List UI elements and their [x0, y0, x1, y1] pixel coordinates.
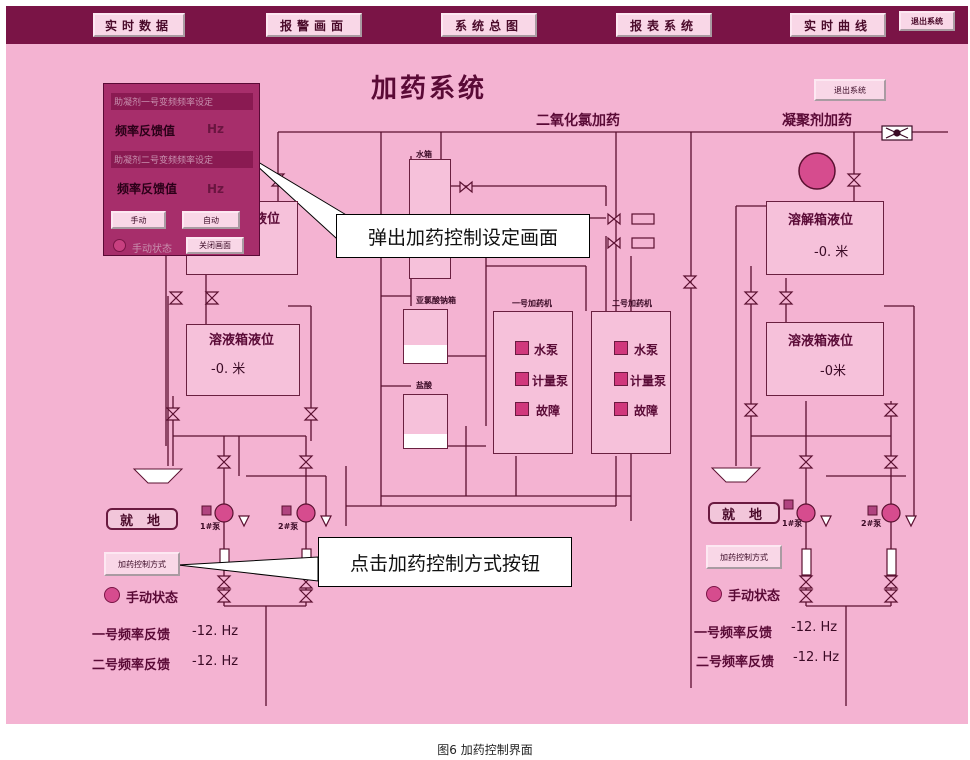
right-local-indicator: 就地	[708, 502, 780, 524]
water-tank-label: 水箱	[416, 150, 432, 159]
nav-exit-system[interactable]: 退出系统	[899, 11, 955, 31]
dosing-machine-2	[591, 311, 671, 454]
left-manual-state-indicator	[104, 587, 120, 603]
machine2-water-pump-label: 水泵	[634, 343, 659, 357]
left-pump2-label: 2#泵	[278, 522, 299, 531]
nav-realtime-data[interactable]: 实时数据	[93, 13, 185, 37]
right-freq2-label: 二号频率反馈	[696, 655, 775, 670]
left-tank-level-value: -0. 米	[211, 362, 246, 377]
left-upper-tank-label: 液位	[254, 212, 281, 227]
exit-system-button[interactable]: 退出系统	[814, 79, 886, 101]
popup-callout: 弹出加药控制设定画面	[336, 214, 590, 258]
machine2-fault-indicator	[614, 402, 628, 416]
coagulant-dosing-label: 凝聚剂加药	[782, 113, 852, 129]
freq-unit-1: Hz	[207, 122, 225, 136]
popup-state-label: 手动状态	[132, 244, 172, 255]
machine1-water-pump-label: 水泵	[534, 343, 559, 357]
popup-state-indicator	[113, 239, 126, 252]
freq-feedback-label-2: 频率反馈值	[117, 182, 178, 196]
freq-feedback-label-1: 频率反馈值	[115, 124, 176, 138]
right-pump2-label: 2#泵	[861, 519, 882, 528]
machine1-fault-indicator	[515, 402, 529, 416]
acid-tank	[403, 394, 448, 449]
right-freq1-value: -12. Hz	[791, 620, 838, 635]
right-tank-level-value: -0米	[820, 364, 846, 379]
top-navigation-bar: 实时数据 报警画面 系统总图 报表系统 实时曲线 退出系统	[6, 6, 968, 44]
right-manual-state-label: 手动状态	[728, 589, 781, 604]
right-dissolve-tank	[766, 201, 884, 275]
dosing-machine-1-label: 一号加药机	[512, 299, 552, 308]
machine2-meter-pump-indicator	[614, 372, 628, 386]
dosing-machine-1	[493, 311, 573, 454]
freq-unit-2: Hz	[207, 182, 225, 196]
left-pump1-label: 1#泵	[200, 522, 221, 531]
nav-report-system[interactable]: 报表系统	[616, 13, 712, 37]
scada-screen: 加药系统 退出系统 二氧化氯加药 凝聚剂加药 液位 溶液箱液位 -0. 米 水箱…	[6, 6, 968, 724]
nitrite-tank-label: 亚氯酸钠箱	[416, 296, 456, 305]
right-freq2-value: -12. Hz	[793, 650, 840, 665]
button-callout: 点击加药控制方式按钮	[318, 537, 572, 587]
acid-tank-fill	[404, 434, 447, 448]
left-freq1-value: -12. Hz	[192, 624, 239, 639]
right-dosing-control-mode-button[interactable]: 加药控制方式	[706, 545, 782, 569]
nav-realtime-curve[interactable]: 实时曲线	[790, 13, 886, 37]
right-tank-level-label: 溶液箱液位	[788, 334, 854, 349]
right-dissolve-level-label: 溶解箱液位	[788, 213, 854, 228]
left-freq1-label: 一号频率反馈	[92, 628, 171, 643]
right-solution-tank	[766, 322, 884, 396]
nitrite-tank-fill	[404, 345, 447, 363]
right-dissolve-level-value: -0. 米	[814, 245, 849, 260]
right-manual-state-indicator	[706, 586, 722, 602]
machine1-water-pump-indicator	[515, 341, 529, 355]
left-manual-state-label: 手动状态	[126, 591, 179, 606]
right-freq1-label: 一号频率反馈	[694, 626, 773, 641]
dosing-machine-2-label: 二号加药机	[612, 299, 652, 308]
acid-tank-label: 盐酸	[416, 381, 432, 390]
auto-button[interactable]: 自动	[182, 211, 240, 229]
left-tank-level-label: 溶液箱液位	[209, 333, 275, 348]
left-solution-tank	[186, 324, 300, 396]
page-title: 加药系统	[371, 74, 488, 104]
machine1-meter-pump-indicator	[515, 372, 529, 386]
machine2-fault-label: 故障	[634, 404, 659, 418]
freq-setting-1-strip[interactable]: 助凝剂一号变频频率设定	[111, 93, 253, 110]
machine1-fault-label: 故障	[536, 404, 561, 418]
figure-caption: 图6 加药控制界面	[437, 743, 533, 757]
machine2-meter-pump-label: 计量泵	[630, 374, 667, 388]
nitrite-tank	[403, 309, 448, 364]
left-freq2-label: 二号频率反馈	[92, 658, 171, 673]
machine1-meter-pump-label: 计量泵	[532, 374, 569, 388]
close-popup-button[interactable]: 关闭画面	[186, 237, 244, 254]
machine2-water-pump-indicator	[614, 341, 628, 355]
nav-alarm-screen[interactable]: 报警画面	[266, 13, 362, 37]
left-local-indicator: 就地	[106, 508, 178, 530]
dosing-control-popup: 助凝剂一号变频频率设定 频率反馈值 Hz 助凝剂二号变频频率设定 频率反馈值 H…	[103, 83, 260, 256]
right-pump1-label: 1#泵	[782, 519, 803, 528]
left-dosing-control-mode-button[interactable]: 加药控制方式	[104, 552, 180, 576]
chlorine-dosing-label: 二氧化氯加药	[536, 113, 620, 129]
freq-setting-2-strip[interactable]: 助凝剂二号变频频率设定	[111, 151, 253, 168]
manual-button[interactable]: 手动	[111, 211, 166, 229]
nav-system-overview[interactable]: 系统总图	[441, 13, 537, 37]
left-freq2-value: -12. Hz	[192, 654, 239, 669]
